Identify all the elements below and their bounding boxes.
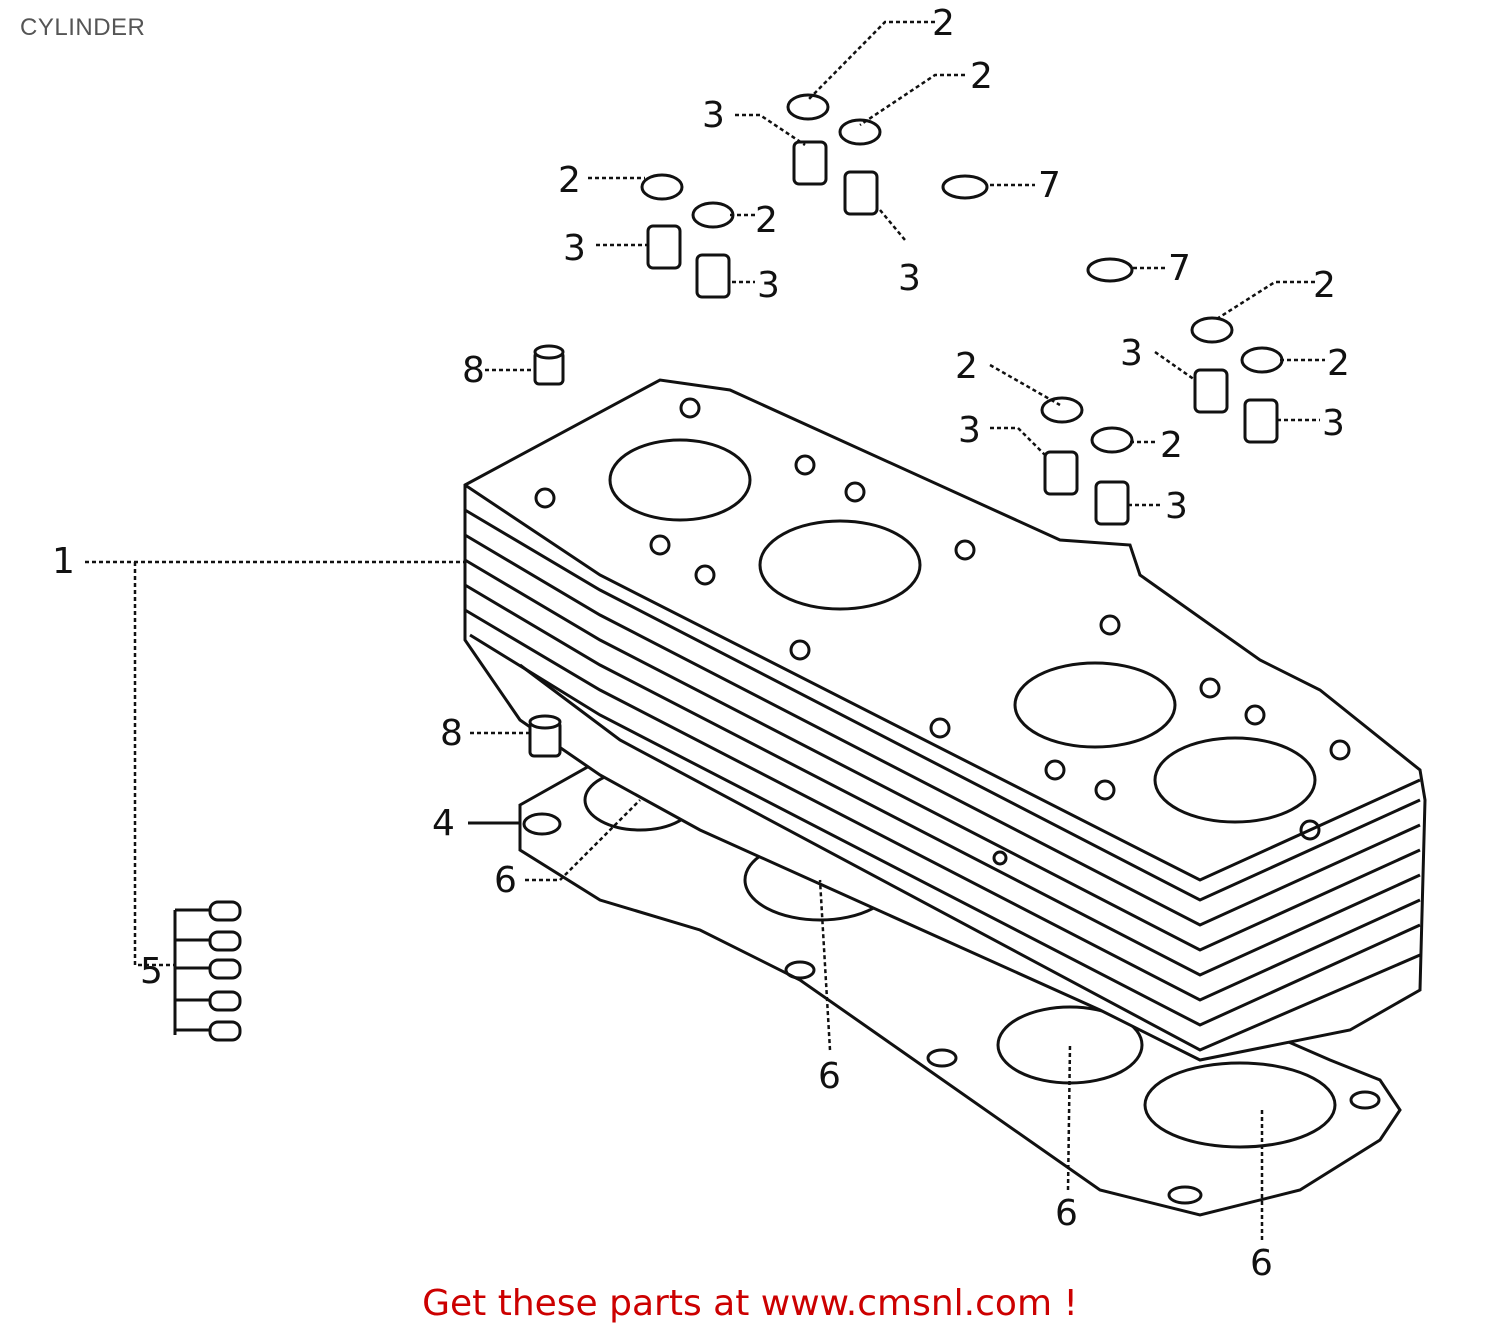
callout-3-right-lower: 3 [1165, 486, 1188, 527]
callout-6-lower: 6 [1055, 1193, 1078, 1234]
callout-5: 5 [140, 951, 163, 992]
callout-6-left: 6 [494, 860, 517, 901]
callout-3-right-second: 3 [1322, 403, 1345, 444]
callout-6-center: 6 [818, 1056, 841, 1097]
callout-2-top-second: 2 [970, 56, 993, 97]
callout-8-lower: 8 [440, 713, 463, 754]
leader-lines [85, 20, 1325, 1240]
callout-3-left: 3 [563, 228, 586, 269]
callout-8-upper: 8 [462, 350, 485, 391]
seal-pipe-group-right [1040, 316, 1284, 526]
callout-labels: 1 5 8 8 4 6 6 6 6 2 2 3 2 2 3 3 3 7 7 2 … [52, 3, 1350, 1284]
callout-3-center: 3 [898, 258, 921, 299]
seal-pipe-group-left [640, 93, 882, 299]
callout-2-left-second: 2 [755, 200, 778, 241]
callout-3-right-top: 3 [1120, 333, 1143, 374]
callout-2-top: 2 [932, 3, 955, 44]
page-title: CYLINDER [20, 14, 146, 41]
callout-3-left-second: 3 [757, 265, 780, 306]
small-o-rings [941, 174, 1134, 283]
callout-2-right-second: 2 [1327, 343, 1350, 384]
dowel-pin-upper [533, 344, 565, 386]
shim-set [173, 900, 242, 1042]
callout-7-lower: 7 [1168, 248, 1191, 289]
callout-2-right-lower: 2 [1160, 425, 1183, 466]
footer-link[interactable]: Get these parts at www.cmsnl.com ! [422, 1283, 1078, 1324]
callout-2-right-left: 2 [955, 346, 978, 387]
callout-3-top: 3 [702, 95, 725, 136]
callout-2-right-top: 2 [1313, 265, 1336, 306]
callout-2-left: 2 [558, 160, 581, 201]
callout-3-right-left: 3 [958, 410, 981, 451]
callout-7-upper: 7 [1038, 165, 1061, 206]
callout-6-right: 6 [1250, 1243, 1273, 1284]
callout-4: 4 [432, 803, 455, 844]
dowel-pin-lower [528, 714, 562, 758]
cylinder-block [463, 378, 1427, 1062]
callout-1: 1 [52, 541, 75, 582]
